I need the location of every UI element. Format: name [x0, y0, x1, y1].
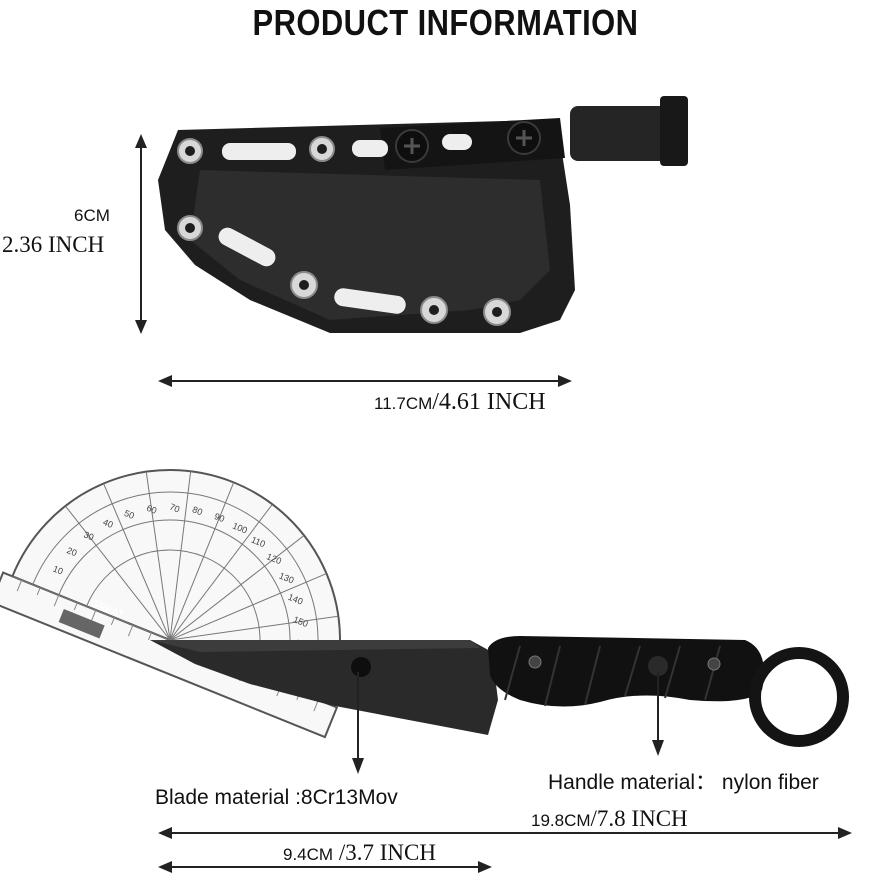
- arrow-right-icon: [558, 375, 572, 387]
- protractor-angle-label: 50: [123, 508, 136, 521]
- sheath-height-cm: 6CM: [74, 206, 110, 225]
- arrow-left-icon: [158, 375, 172, 387]
- blade-length-line: [170, 866, 480, 868]
- total-length-cm: 19.8CM: [531, 811, 591, 830]
- protractor-angle-label: 10: [52, 564, 65, 577]
- arrow-down-icon: [135, 320, 147, 334]
- arrow-left-icon: [158, 861, 172, 873]
- sheath-length-inch: /4.61 INCH: [432, 389, 546, 415]
- protractor-angle-label: 30: [82, 529, 95, 542]
- height-dimension-line: [140, 146, 142, 322]
- sheath-length-line: [170, 380, 560, 382]
- protractor-angle-label: 70: [168, 502, 181, 515]
- sheath-height-inch: 2.36 INCH: [2, 232, 105, 257]
- total-length-inch: /7.8 INCH: [590, 806, 688, 831]
- handle-material-label: Handle material： nylon fiber: [548, 771, 819, 794]
- arrow-right-icon: [478, 861, 492, 873]
- arrow-right-icon: [838, 827, 852, 839]
- sheath-length-label: 11.7CM/4.61 INCH: [374, 389, 546, 416]
- protractor-angle-label: 80: [191, 504, 204, 517]
- blade-length-inch: /3.7 INCH: [333, 840, 436, 865]
- total-length-line: [170, 832, 840, 834]
- arrow-up-icon: [135, 134, 147, 148]
- page-title: PRODUCT INFORMATION: [252, 2, 639, 43]
- total-length-label: 19.8CM/7.8 INCH: [531, 806, 688, 832]
- arrow-left-icon: [158, 827, 172, 839]
- blade-length-label: 9.4CM /3.7 INCH: [283, 840, 436, 866]
- protractor-angle-label: 40: [102, 517, 115, 530]
- protractor-angle-label: 110: [250, 535, 267, 550]
- sheath-length-cm: 11.7CM: [374, 394, 433, 413]
- protractor-angle-label: 90: [213, 511, 226, 524]
- blade-material-label: Blade material :8Cr13Mov: [155, 786, 398, 809]
- blade-length-cm: 9.4CM: [283, 845, 334, 864]
- protractor-angle-label: 60: [145, 503, 158, 516]
- protractor-angle-label: 20: [65, 545, 78, 558]
